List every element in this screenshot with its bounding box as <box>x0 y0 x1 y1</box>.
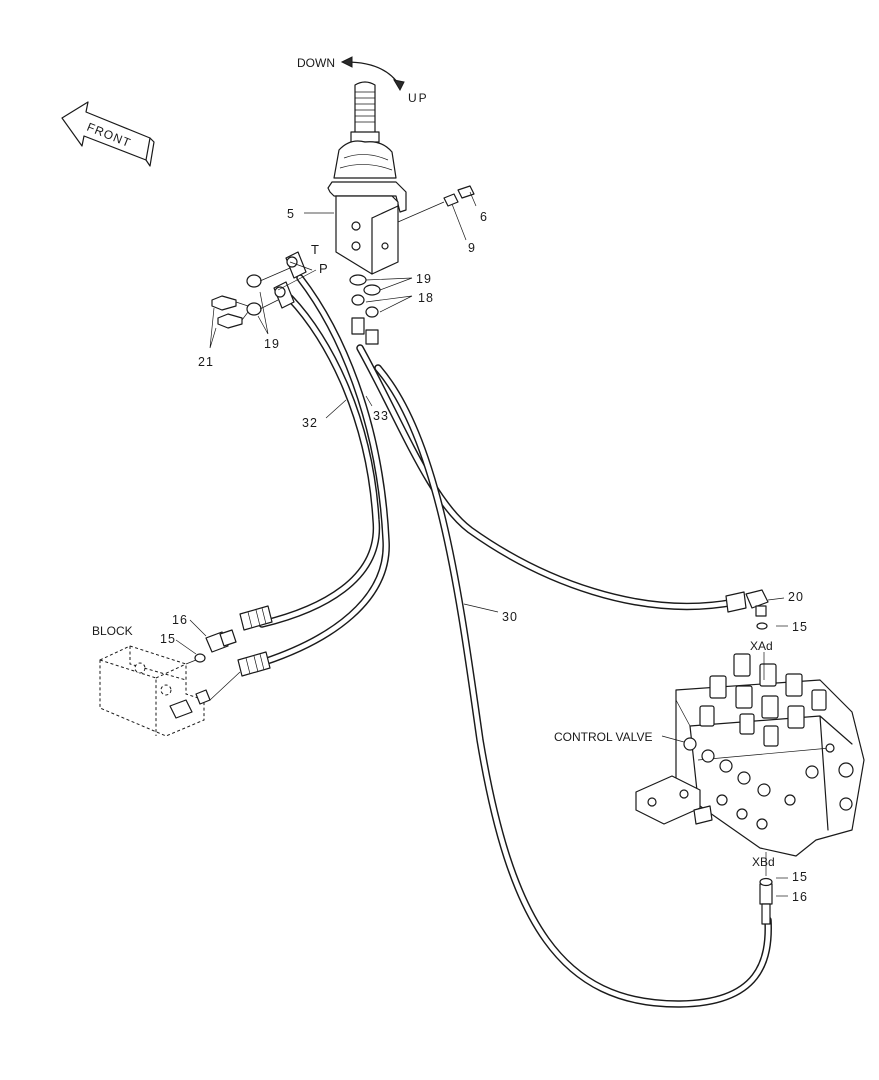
callout-19-top: 19 <box>416 272 432 286</box>
callout-6: 6 <box>480 210 488 224</box>
direction-arrow: DOWN UP <box>297 56 429 105</box>
control-valve <box>635 653 865 857</box>
callout-18: 18 <box>418 291 434 305</box>
callout-5: 5 <box>287 207 295 221</box>
port-xbd-label: XBd <box>752 855 775 869</box>
callout-19-left: 19 <box>264 337 280 351</box>
front-arrow: FRONT <box>61 101 155 167</box>
callout-21: 21 <box>198 355 214 369</box>
callout-9: 9 <box>468 241 476 255</box>
control-valve-leaders <box>661 652 773 887</box>
block-label: BLOCK <box>92 624 133 638</box>
hoses <box>258 274 772 1008</box>
callout-15-xad: 15 <box>792 620 808 634</box>
port-ticks <box>175 619 788 897</box>
callout-15-block: 15 <box>160 632 176 646</box>
callout-15-xbd: 15 <box>792 870 808 884</box>
text-labels: T P BLOCK CONTROL VALVE XAd XBd <box>92 242 775 869</box>
callout-32: 32 <box>302 416 318 430</box>
control-valve-label: CONTROL VALVE <box>554 730 652 744</box>
hose-ends <box>237 251 773 925</box>
plug-and-washer <box>397 185 475 223</box>
callout-leaders <box>209 191 785 613</box>
port-xad-label: XAd <box>750 639 773 653</box>
callout-20: 20 <box>788 590 804 604</box>
callout-33: 33 <box>373 409 389 423</box>
callout-16-xbd: 16 <box>792 890 808 904</box>
port-p-label: P <box>319 261 328 276</box>
lower-port-fittings <box>349 274 381 345</box>
callout-16-block: 16 <box>172 613 188 627</box>
port-t-label: T <box>311 242 319 257</box>
pilot-valve <box>327 81 407 275</box>
up-label: UP <box>408 91 429 105</box>
elbow-fitting <box>745 589 769 630</box>
down-label: DOWN <box>297 56 335 70</box>
callout-30: 30 <box>502 610 518 624</box>
left-fittings <box>211 267 291 329</box>
callout-numbers: 5 6 9 19 18 21 19 32 33 30 20 15 16 15 1… <box>160 207 808 904</box>
block <box>99 629 241 737</box>
